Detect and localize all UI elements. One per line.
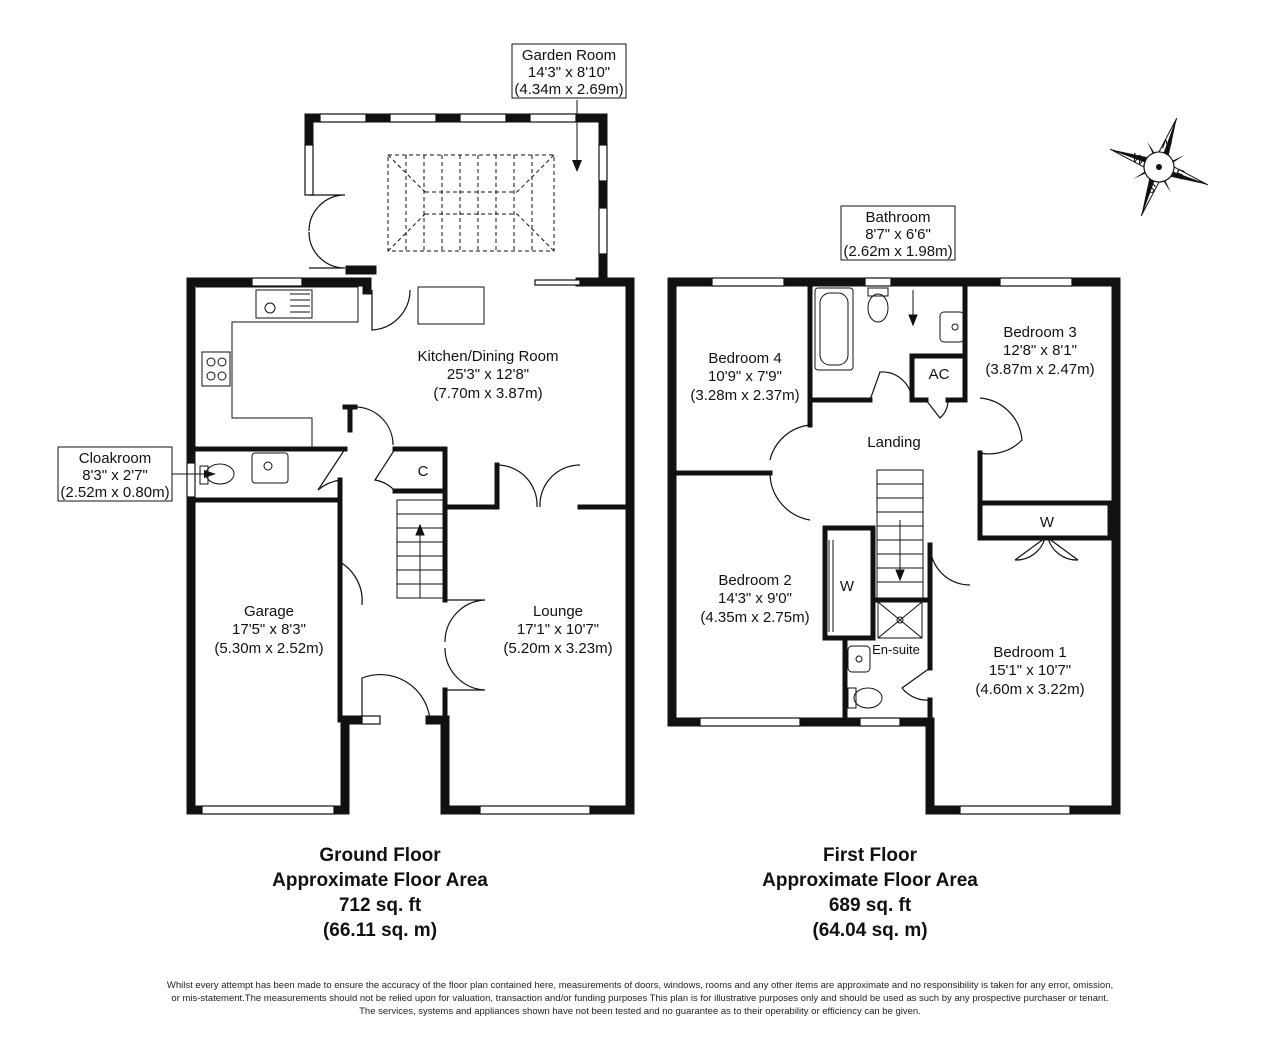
bedroom1-name: Bedroom 1 [993, 644, 1066, 661]
disclaimer: Whilst every attempt has been made to en… [60, 979, 1220, 1018]
bathroom-metric: (2.62m x 1.98m) [843, 243, 952, 260]
cloakroom-fixtures [199, 452, 289, 485]
cloakroom-metric: (2.52m x 0.80m) [60, 484, 169, 501]
first-windows [699, 277, 1073, 815]
kitchen-imperial: 25'3" x 12'8" [447, 366, 529, 383]
arrow-icon [572, 160, 582, 172]
ground-floor-plan [186, 100, 635, 815]
garden-room-french-doors [308, 194, 346, 269]
bedroom2-name: Bedroom 2 [718, 572, 791, 589]
ground-windows [186, 277, 591, 815]
first-floor-plan [667, 277, 1121, 815]
arrow-icon [204, 470, 216, 478]
bedroom4-metric: (3.28m x 2.37m) [690, 387, 799, 404]
wardrobe-bed2-label: W [840, 578, 855, 595]
cloakroom-name: Cloakroom [79, 450, 152, 467]
bathroom-fixtures [814, 287, 965, 371]
bedroom2-imperial: 14'3" x 9'0" [718, 590, 792, 607]
lounge-name: Lounge [533, 603, 583, 620]
first-floor-sqm: (64.04 sq. m) [812, 920, 928, 941]
lounge-imperial: 17'1" x 10'7" [517, 621, 599, 638]
hob-icon [201, 351, 231, 387]
ensuite-fixtures [847, 601, 923, 709]
garden-room-walls [304, 113, 608, 287]
ensuite-toilet-icon [853, 687, 883, 709]
bedroom3-imperial: 12'8" x 8'1" [1003, 342, 1077, 359]
bathroom-label-box [840, 205, 956, 261]
garage-metric: (5.30m x 2.52m) [214, 640, 323, 657]
garden-room-label-box [511, 43, 627, 99]
bathroom-name: Bathroom [865, 209, 930, 226]
ensuite-basin-icon [847, 645, 871, 673]
first-floor-sqft: 689 sq. ft [828, 895, 912, 916]
toilet-icon [867, 293, 889, 323]
ground-interior-walls [188, 404, 633, 723]
garden-room-metric: (4.34m x 2.69m) [514, 81, 623, 98]
lounge-metric: (5.20m x 3.23m) [503, 640, 612, 657]
wardrobe-bed2 [828, 540, 834, 632]
ground-floor-sqft: 712 sq. ft [338, 895, 422, 916]
ground-floor-sqm: (66.11 sq. m) [322, 920, 438, 941]
ground-floor-summary: Ground Floor Approximate Floor Area 712 … [200, 843, 560, 943]
compass-rose: N E S W [1109, 117, 1209, 217]
ground-floor-labels: Garden Room 14'3" x 8'10" (4.34m x 2.69m… [57, 43, 627, 657]
compass-n: N [1160, 136, 1174, 153]
disclaimer-line-3: The services, systems and appliances sho… [359, 1006, 921, 1017]
first-floor-labels: Bathroom 8'7" x 6'6" (2.62m x 1.98m) Bed… [690, 205, 1095, 698]
bedroom4-imperial: 10'9" x 7'9" [708, 368, 782, 385]
ground-stairs [396, 499, 444, 599]
disclaimer-line-2: or mis-statement.The measurements should… [171, 993, 1109, 1004]
garage-imperial: 17'5" x 8'3" [232, 621, 306, 638]
bedroom3-metric: (3.87m x 2.47m) [985, 361, 1094, 378]
first-floor-name: First Floor [823, 845, 917, 866]
bedroom4-name: Bedroom 4 [708, 350, 781, 367]
garden-room-windows [304, 113, 608, 255]
tap-icon [264, 302, 276, 314]
first-floor-summary: First Floor Approximate Floor Area 689 s… [690, 843, 1050, 943]
bath-icon [814, 287, 854, 371]
sink-icon [255, 289, 313, 319]
bedroom1-imperial: 15'1" x 10'7" [989, 662, 1071, 679]
wardrobe-bed3-label: W [1040, 514, 1055, 531]
ground-floor-area-label: Approximate Floor Area [272, 870, 488, 891]
garden-room-name: Garden Room [522, 47, 616, 64]
basin-icon [939, 311, 965, 343]
first-stairs [876, 469, 924, 599]
bedroom1-metric: (4.60m x 3.22m) [975, 681, 1084, 698]
compass-w: W [1130, 150, 1147, 169]
kitchen-name: Kitchen/Dining Room [418, 348, 559, 365]
airing-cupboard-label: AC [929, 366, 950, 383]
garage-name: Garage [244, 603, 294, 620]
shower-icon [877, 601, 923, 639]
roof-lantern [387, 154, 555, 252]
bedroom2-metric: (4.35m x 2.75m) [700, 609, 809, 626]
cloakroom-imperial: 8'3" x 2'7" [82, 467, 148, 484]
first-floor-area-label: Approximate Floor Area [762, 870, 978, 891]
kitchen-metric: (7.70m x 3.87m) [433, 385, 542, 402]
disclaimer-line-1: Whilst every attempt has been made to en… [166, 980, 1114, 991]
first-interior-walls [669, 283, 1119, 725]
first-doors [769, 371, 1079, 701]
kitchen-garden-door [371, 289, 411, 331]
bedroom3-name: Bedroom 3 [1003, 324, 1076, 341]
ensuite-label: En-suite [872, 642, 920, 657]
cloakroom-label-box [57, 446, 173, 502]
hall-doors [317, 406, 581, 721]
ground-floor-name: Ground Floor [319, 845, 441, 866]
bathroom-imperial: 8'7" x 6'6" [865, 226, 931, 243]
kitchen-worktop [196, 286, 485, 449]
cupboard-label: C [418, 463, 429, 480]
ground-outer-walls [186, 277, 635, 815]
garden-room-imperial: 14'3" x 8'10" [528, 64, 610, 81]
landing-label: Landing [867, 434, 920, 451]
